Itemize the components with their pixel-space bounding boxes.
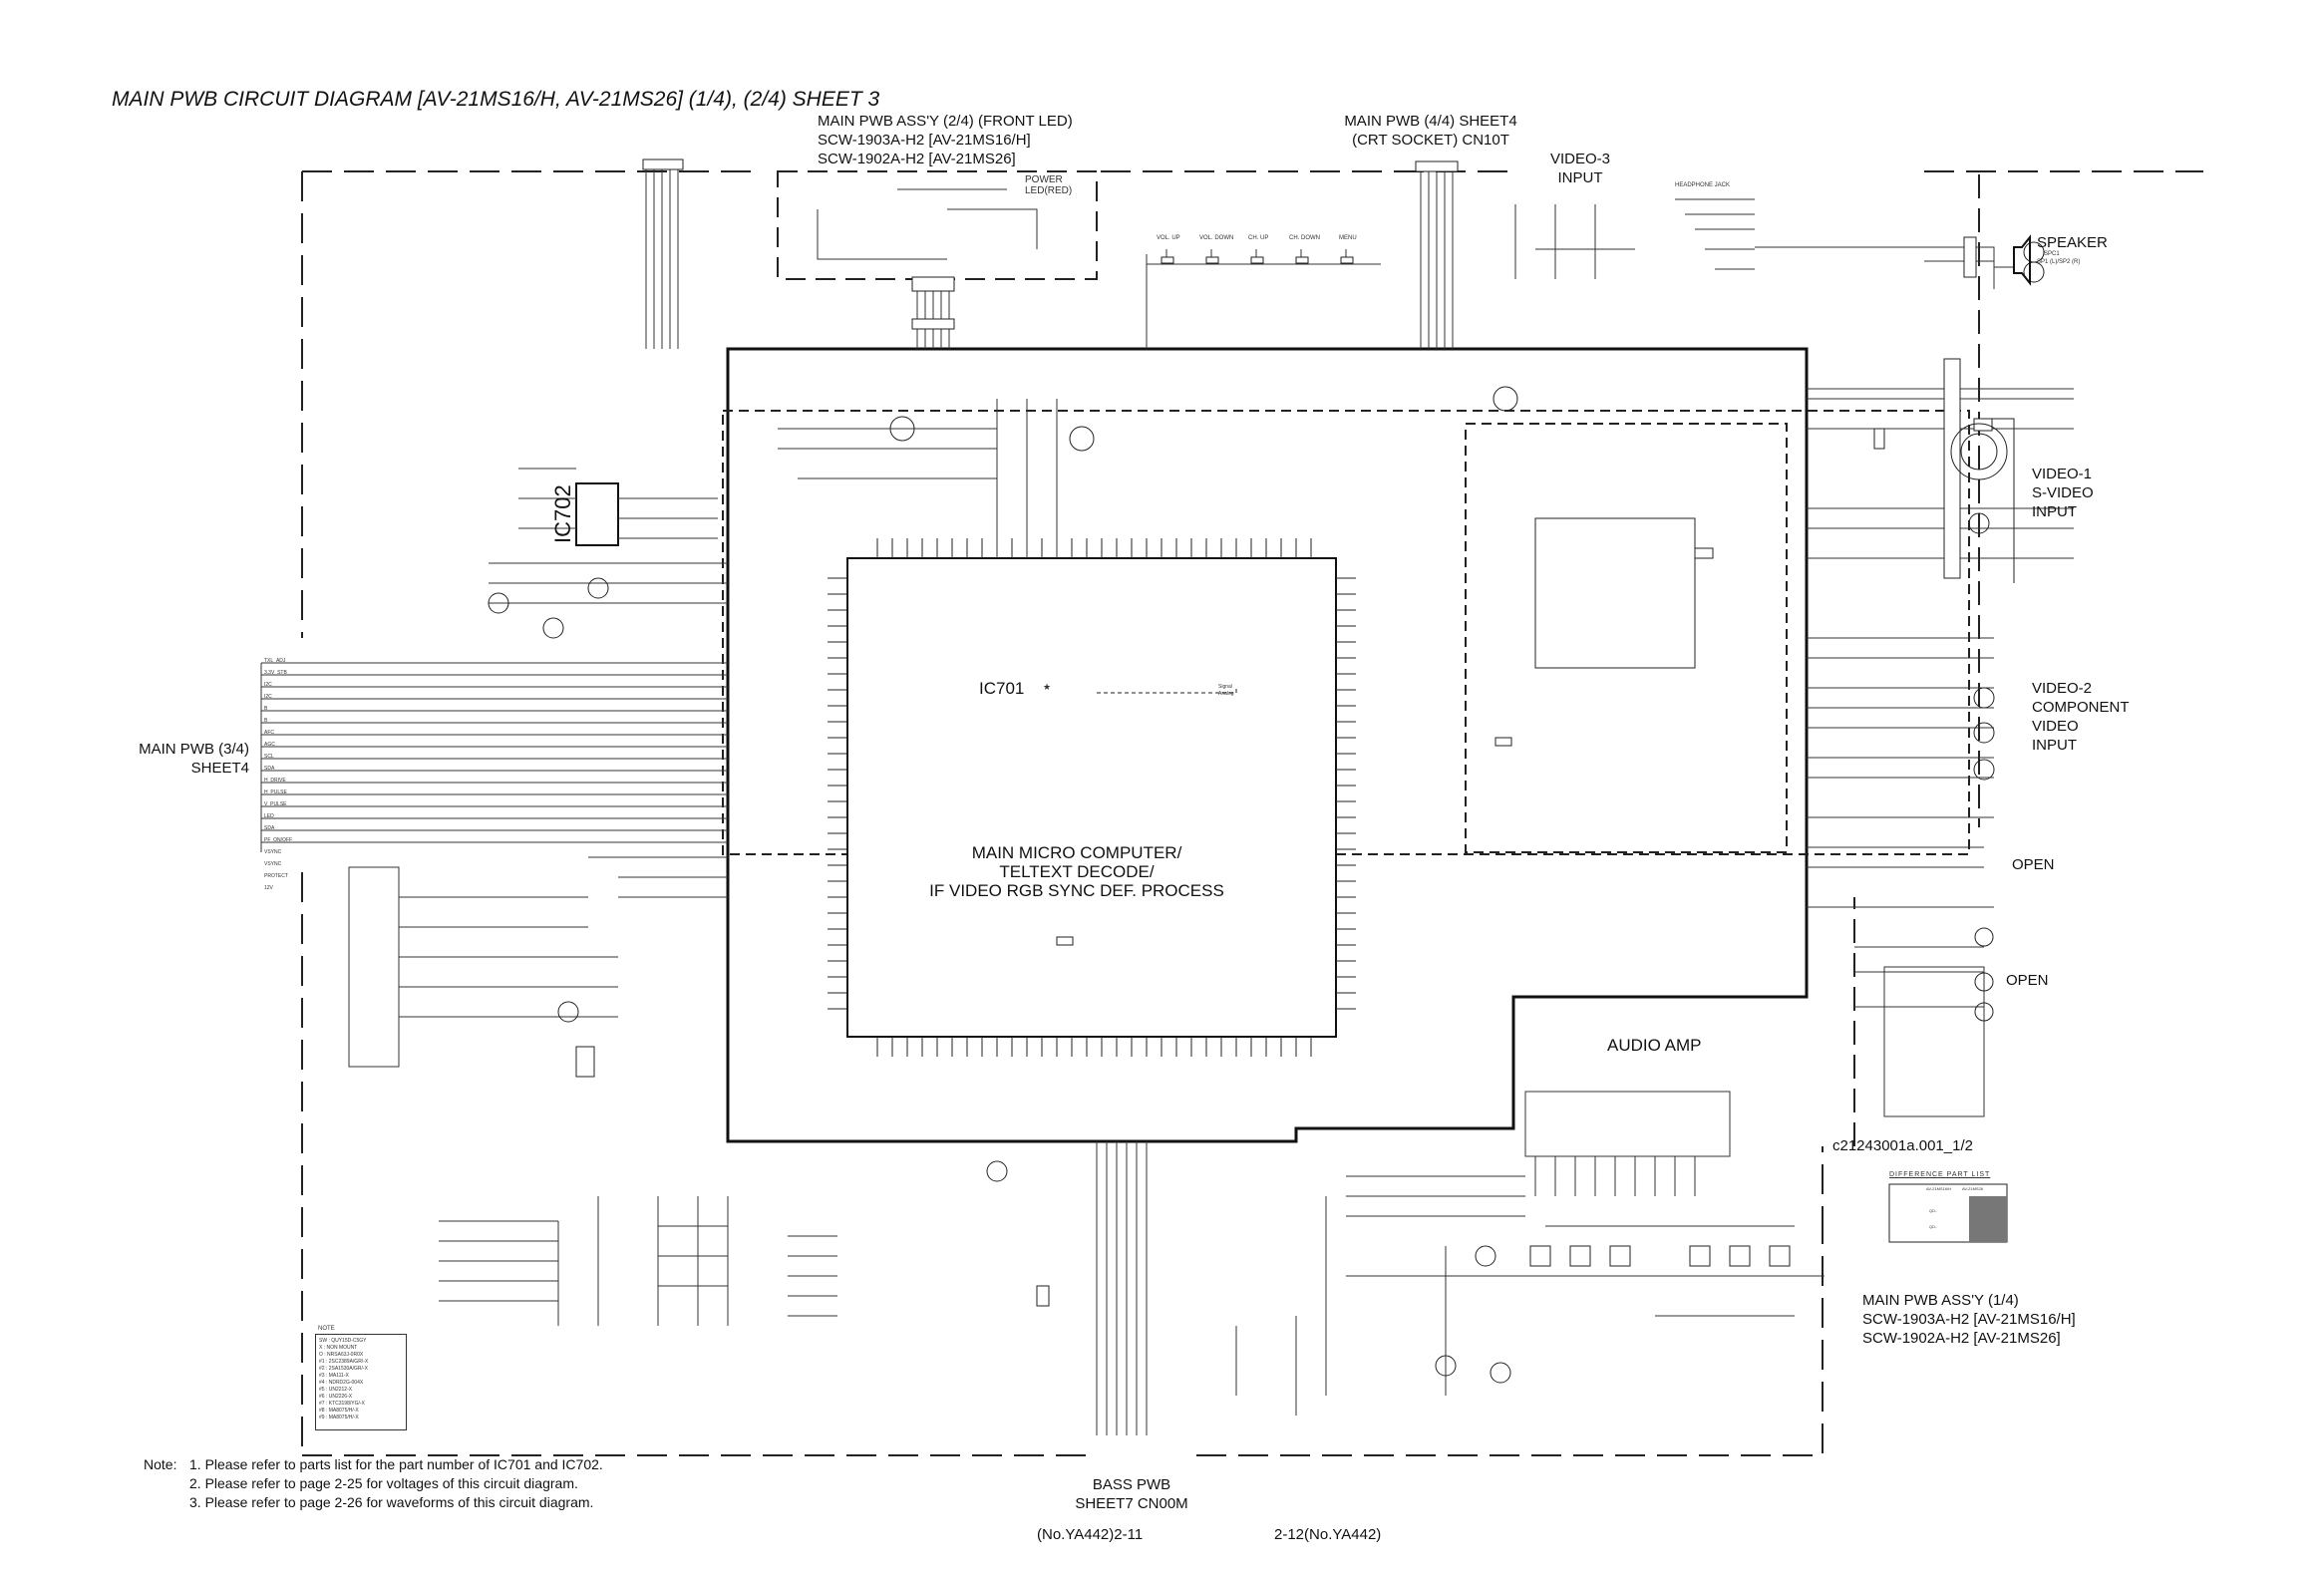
bus-signal-label: 12V (264, 885, 273, 891)
bus-signal-label: AFC (264, 730, 274, 736)
open-label-2: OPEN (2006, 972, 2049, 989)
main-pwb-34-sheet: SHEET4 (190, 760, 249, 777)
bus-signal-label: 3.3V_STB (264, 670, 287, 676)
note-legend-line: SW : QUY15D-C5GY (319, 1338, 367, 1344)
main-pwb-34-title: MAIN PWB (3/4) (139, 741, 249, 758)
bus-signal-label: H_PULSE (264, 789, 287, 795)
main-pwb-14-title: MAIN PWB ASS'Y (1/4) (1862, 1292, 2019, 1309)
video1-sub1: S-VIDEO (2032, 484, 2094, 501)
note-2: 2. Please refer to page 2-25 for voltage… (189, 1475, 578, 1491)
bus-signal-label: SCL (264, 754, 274, 760)
front-led-title: MAIN PWB ASS'Y (2/4) (FRONT LED) (818, 113, 1073, 130)
page-number-left: (No.YA442)2-11 (1037, 1526, 1144, 1543)
difference-cell-2: QD- (1929, 1224, 1937, 1229)
note-legend-box: NOTE SW : QUY15D-C5GY X : NON MOUNT O : … (315, 1326, 407, 1430)
bus-signal-label: SDA (264, 766, 275, 772)
note-legend-line: #8 : MA8075/H/-X (319, 1408, 359, 1414)
signal-note-a: Signal (1218, 684, 1232, 690)
note-3: 3. Please refer to page 2-26 for wavefor… (189, 1494, 594, 1510)
bus-signal-label: LED (264, 813, 274, 819)
video2-sub1: COMPONENT (2032, 699, 2130, 716)
bus-signal-label: VSYNC (264, 849, 282, 855)
video2-title: VIDEO-2 (2032, 680, 2093, 697)
page-number-right: 2-12(No.YA442) (1274, 1526, 1382, 1543)
main-pwb-14-model-2: SCW-1902A-H2 [AV-21MS26] (1862, 1330, 2061, 1347)
front-led-model-2: SCW-1902A-H2 [AV-21MS26] (818, 151, 1016, 167)
button-ch-down: CH. DOWN (1289, 235, 1320, 241)
bus-signal-label: B (264, 706, 268, 712)
page-title: MAIN PWB CIRCUIT DIAGRAM [AV-21MS16/H, A… (112, 88, 880, 111)
bass-pwb-sheet: SHEET7 CN00M (1075, 1495, 1188, 1512)
main-micro-line-2: TELTEXT DECODE/ (999, 862, 1155, 881)
note-legend-line: #3 : MA111-X (319, 1373, 349, 1379)
video2-sub2: VIDEO (2032, 718, 2079, 735)
ic702-label: IC702 (550, 484, 575, 543)
note-legend-line: O : NRSA63J-0R0X (319, 1352, 364, 1358)
note-legend-title: NOTE (318, 1326, 335, 1332)
difference-list-title: DIFFERENCE PART LIST (1889, 1171, 1991, 1178)
difference-col-1: AV-21MS16/H (1926, 1186, 1952, 1191)
bus-signal-label: H_DRIVE (264, 778, 286, 784)
audio-amp-label: AUDIO AMP (1607, 1036, 1702, 1055)
power-led-label-1: POWER (1025, 174, 1063, 185)
bus-signal-label: TXL_ADJ (264, 658, 286, 664)
button-ch-up: CH. UP (1248, 235, 1269, 241)
bus-signal-label: B (264, 718, 268, 724)
main-pwb-14-model-1: SCW-1903A-H2 [AV-21MS16/H] (1862, 1311, 2076, 1328)
bus-signal-label: I2C (264, 694, 272, 700)
crt-socket-title: MAIN PWB (4/4) SHEET4 (1344, 113, 1517, 130)
bus-signal-label: SDA (264, 825, 275, 831)
main-micro-line-1: MAIN MICRO COMPUTER/ (971, 843, 1182, 862)
signal-note-b: Analog (1218, 691, 1234, 697)
drawing-code: c21243001a.001_1/2 (1832, 1137, 1973, 1154)
bus-signal-label: I2C (264, 682, 272, 688)
button-vol-down: VOL. DOWN (1199, 235, 1234, 241)
difference-cell-1: QD- (1929, 1208, 1937, 1213)
note-legend-line: #6 : UN2226-X (319, 1394, 353, 1400)
button-menu: MENU (1339, 235, 1357, 241)
front-led-model-1: SCW-1903A-H2 [AV-21MS16/H] (818, 132, 1031, 149)
bus-signal-label: PROTECT (264, 873, 288, 879)
notes-prefix: Note: (144, 1456, 177, 1472)
button-vol-up: VOL. UP (1157, 235, 1180, 241)
bus-signal-label: V_PULSE (264, 801, 287, 807)
bus-signal-label: VSYNC (264, 861, 282, 867)
note-legend-line: #2 : 2SA1530A/GR/-X (319, 1366, 368, 1372)
main-micro-line-3: IF VIDEO RGB SYNC DEF. PROCESS (929, 881, 1224, 900)
speaker-label: SPEAKER (2037, 234, 2108, 251)
note-legend-line: #9 : MA8075/H/-X (319, 1415, 359, 1420)
crt-socket-sub: (CRT SOCKET) CN10T (1352, 132, 1509, 149)
note-legend-line: #4 : NDRD2G-004X (319, 1380, 364, 1386)
note-legend-line: #1 : 2SC2389A/GR/-X (319, 1359, 369, 1365)
ic701-star: ★ (1043, 682, 1052, 692)
bus-signal-label: AGC (264, 742, 275, 748)
headphone-jack-label: HEADPHONE JACK (1675, 182, 1731, 188)
speaker-sub-2: SP1 (L)/SP2 (R) (2037, 259, 2081, 265)
bass-pwb-title: BASS PWB (1092, 1476, 1171, 1493)
video1-sub2: INPUT (2032, 503, 2077, 520)
video3-sub: INPUT (1557, 169, 1603, 186)
video2-sub3: INPUT (2032, 737, 2077, 754)
bus-signal-label: PF_ON/OFF (264, 837, 293, 843)
power-led-label-2: LED(RED) (1025, 185, 1073, 196)
note-1: 1. Please refer to parts list for the pa… (189, 1456, 603, 1472)
ic701-label: IC701 (979, 679, 1025, 698)
video1-title: VIDEO-1 (2032, 466, 2093, 482)
open-label-1: OPEN (2012, 856, 2055, 873)
difference-col-2: AV-21MS26 (1962, 1186, 1984, 1191)
speaker-sub-1: SPC1 (2044, 251, 2060, 257)
note-legend-line: #5 : UN2212-X (319, 1387, 353, 1393)
note-legend-line: X : NON MOUNT (319, 1345, 358, 1351)
note-legend-line: #7 : KTC3198/YG/-X (319, 1401, 365, 1407)
video3-title: VIDEO-3 (1549, 151, 1610, 167)
